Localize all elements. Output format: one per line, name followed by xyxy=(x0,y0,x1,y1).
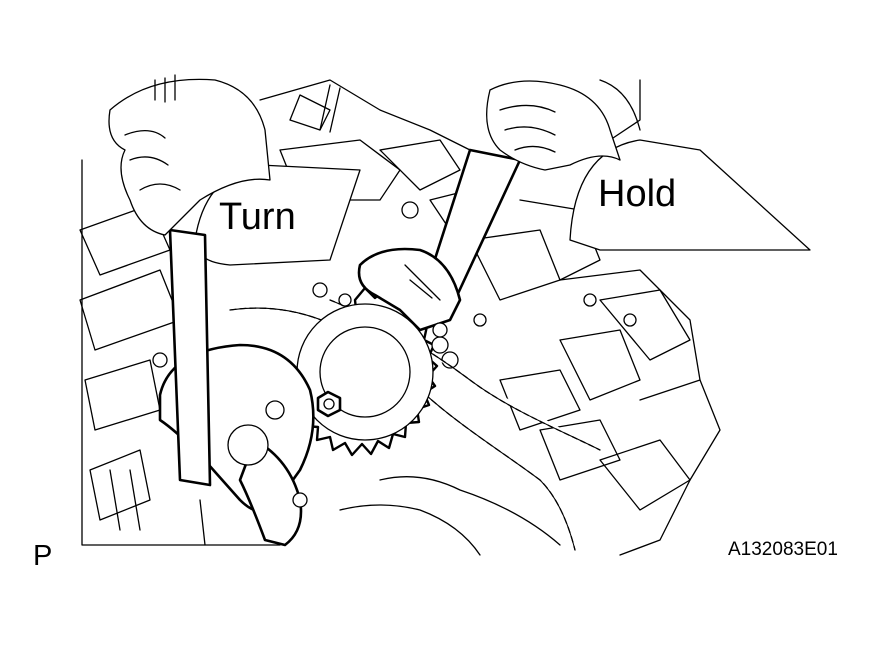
hold-leader xyxy=(609,79,641,141)
hold-wrench xyxy=(357,148,522,354)
figure-code: A132083E01 xyxy=(728,539,838,560)
turn-label: Turn xyxy=(219,196,296,238)
bolt xyxy=(432,322,448,338)
view-letter: P xyxy=(33,540,53,572)
bolt xyxy=(338,293,352,307)
hold-label: Hold xyxy=(598,173,677,215)
engine-block xyxy=(79,79,721,556)
camshaft-timing-gear xyxy=(294,286,439,457)
right-hand xyxy=(486,79,641,171)
left-hand xyxy=(108,74,271,236)
turn-wrench xyxy=(158,228,315,547)
